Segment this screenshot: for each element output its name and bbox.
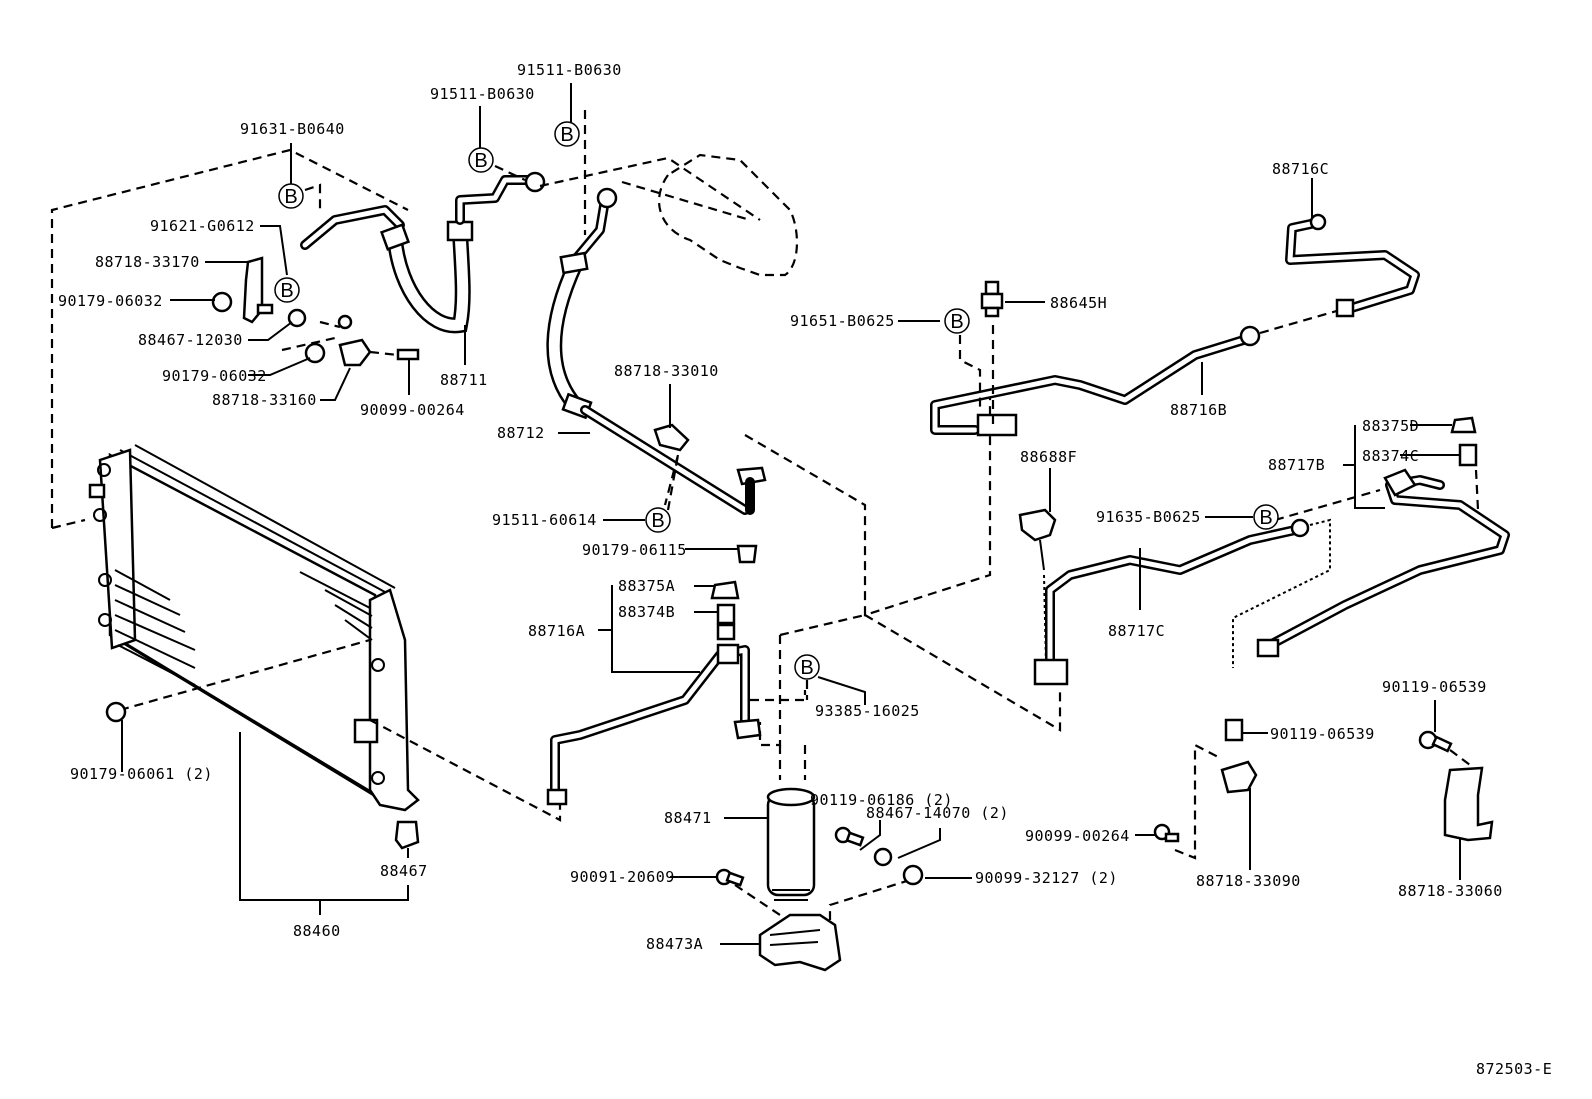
part-label[interactable]: 88688F <box>1020 448 1077 466</box>
part-label[interactable]: 88711 <box>440 371 488 389</box>
leader-lines <box>121 83 1461 945</box>
part-label[interactable]: 88375A <box>618 577 675 595</box>
liquid-pipe-88716A <box>546 643 762 806</box>
part-label[interactable]: 93385-16025 <box>815 702 920 720</box>
part-label[interactable]: 90099-00264 <box>1025 827 1130 845</box>
part-label[interactable]: 88374B <box>618 603 675 621</box>
part-label[interactable]: 91511-60614 <box>492 511 597 529</box>
part-label[interactable]: 91511-B0630 <box>430 85 535 103</box>
bolt-marker-b: B <box>944 308 970 334</box>
part-label[interactable]: 88716B <box>1170 401 1227 419</box>
pipe-88716B <box>930 325 1261 437</box>
bolt-marker-b: B <box>794 654 820 680</box>
assembly-line <box>50 148 409 528</box>
part-label[interactable]: 88716C <box>1272 160 1329 178</box>
part-label[interactable]: 91635-B0625 <box>1096 508 1201 526</box>
receiver-drier-88471 <box>766 787 816 901</box>
part-label[interactable]: 88473A <box>646 935 703 953</box>
svg-text:B: B <box>474 150 487 172</box>
cushion-icon <box>394 820 420 850</box>
part-label[interactable]: 88718-33090 <box>1196 872 1301 890</box>
diagram-reference-code: 872503-E <box>1476 1060 1552 1078</box>
cap-icon <box>1450 416 1477 434</box>
part-label[interactable]: 88718-33060 <box>1398 882 1503 900</box>
part-label[interactable]: 90179-06061 (2) <box>70 765 213 783</box>
nut-icon <box>105 701 127 723</box>
bolt-icon <box>1153 823 1180 843</box>
valve-core-icon <box>716 603 736 625</box>
part-label[interactable]: 88374C <box>1362 447 1419 465</box>
svg-text:B: B <box>280 280 293 302</box>
bolt-marker-b: B <box>468 147 494 173</box>
svg-text:B: B <box>560 124 573 146</box>
bracket-88718-33060 <box>1418 730 1494 842</box>
valve-core-icon <box>1458 443 1478 467</box>
part-label[interactable]: 88718-33170 <box>95 253 200 271</box>
clamp-88718-33090 <box>1220 718 1258 794</box>
assembly-line <box>119 638 371 712</box>
part-label[interactable]: 90099-00264 <box>360 401 465 419</box>
condenser-drawing <box>88 444 420 812</box>
part-label[interactable]: 88460 <box>293 922 341 940</box>
part-label[interactable]: 91631-B0640 <box>240 120 345 138</box>
part-label[interactable]: 90119-06539 <box>1270 725 1375 743</box>
part-label[interactable]: 88712 <box>497 424 545 442</box>
part-label[interactable]: 91511-B0630 <box>517 61 622 79</box>
assembly-line <box>369 719 562 822</box>
part-label[interactable]: 90179-06032 <box>162 367 267 385</box>
clamp-icon <box>338 338 372 367</box>
svg-text:B: B <box>1259 507 1272 529</box>
nut-icon <box>736 544 758 564</box>
part-label[interactable]: 91651-B0625 <box>790 312 895 330</box>
part-label[interactable]: 88718-33010 <box>614 362 719 380</box>
bolt-marker-b: B <box>554 121 580 147</box>
part-label[interactable]: 88717B <box>1268 456 1325 474</box>
bolt-icon <box>715 868 745 887</box>
assembly-line <box>51 518 86 530</box>
bracket-icon <box>1018 508 1057 542</box>
part-label[interactable]: 88645H <box>1050 294 1107 312</box>
part-label[interactable]: 88375D <box>1362 417 1419 435</box>
part-label[interactable]: 90179-06032 <box>58 292 163 310</box>
washer-icon <box>873 847 893 867</box>
part-label[interactable]: 88717C <box>1108 622 1165 640</box>
bolt-marker-b: B <box>1253 504 1279 530</box>
part-labels: 91511-B0630 91511-B0630 91631-B0640 9162… <box>58 61 1552 1078</box>
part-label[interactable]: 90119-06186 (2) <box>810 791 953 809</box>
part-label[interactable]: 88467 <box>380 862 428 880</box>
part-label[interactable]: 88467-12030 <box>138 331 243 349</box>
part-label[interactable]: 88718-33160 <box>212 391 317 409</box>
cap-icon <box>710 580 740 600</box>
pipe-88717C <box>1033 518 1310 686</box>
discharge-hose-88711 <box>300 171 546 334</box>
nut-icon <box>304 342 326 364</box>
nut-icon <box>902 864 924 886</box>
nut-icon <box>211 291 233 313</box>
part-label[interactable]: 91621-G0612 <box>150 217 255 235</box>
clamp-icon <box>653 423 690 452</box>
svg-text:B: B <box>800 657 813 679</box>
part-label[interactable]: 88467-14070 (2) <box>866 804 1009 822</box>
part-label[interactable]: 88716A <box>528 622 585 640</box>
part-label[interactable]: 90099-32127 (2) <box>975 869 1118 887</box>
part-label[interactable]: 90091-20609 <box>570 868 675 886</box>
svg-text:B: B <box>284 186 297 208</box>
pipe-88716C <box>1285 213 1420 318</box>
pressure-switch-88645H <box>980 280 1004 318</box>
compressor-outline <box>539 153 799 277</box>
bolt-icon <box>834 826 865 847</box>
bolt-icon <box>396 348 420 361</box>
part-label[interactable]: 90119-06539 <box>1382 678 1487 696</box>
svg-text:B: B <box>651 510 664 532</box>
pipe-88717B <box>1256 468 1510 658</box>
part-label[interactable]: 88471 <box>664 809 712 827</box>
cushion-icon <box>287 308 307 328</box>
part-label[interactable]: 90179-06115 <box>582 541 687 559</box>
svg-text:B: B <box>950 311 963 333</box>
bolt-marker-b: B <box>278 183 304 209</box>
suction-hose-88712 <box>546 187 767 515</box>
bolt-marker-b: B <box>645 507 671 533</box>
bolt-marker-b: B <box>274 277 300 303</box>
